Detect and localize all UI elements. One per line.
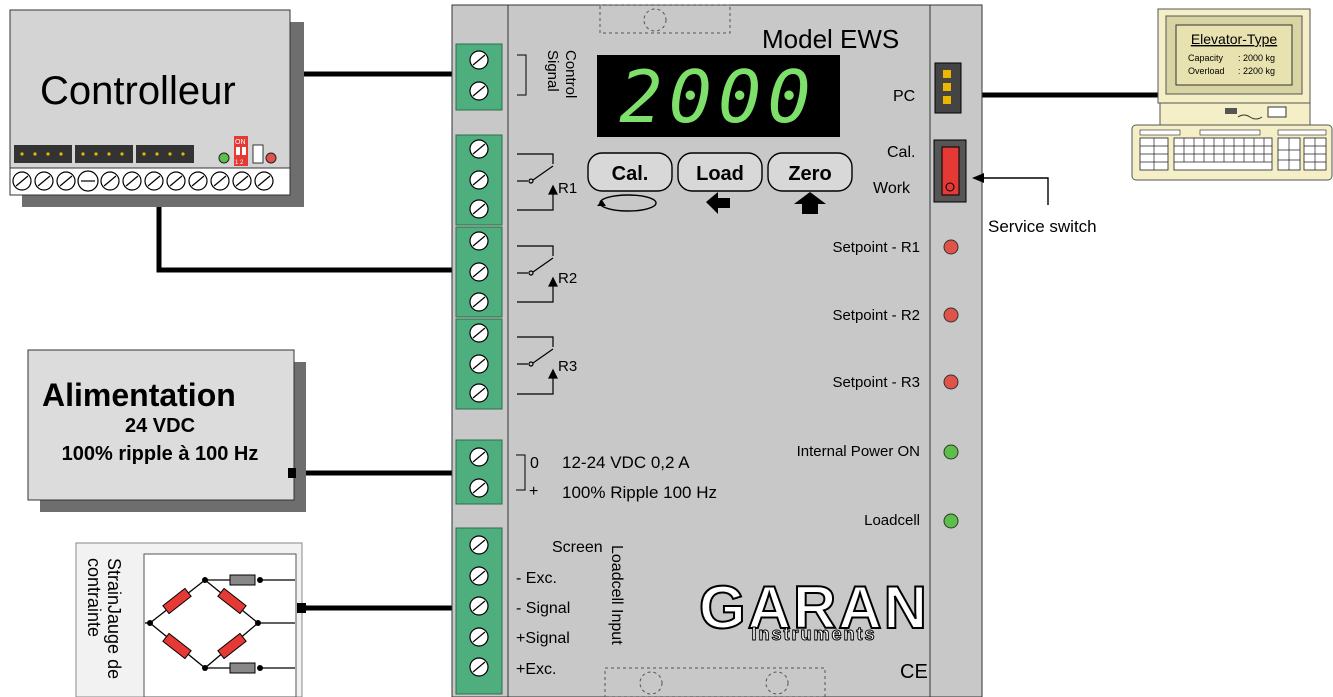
svg-text:Control Signal: Control Signal	[544, 50, 579, 103]
power-spec: 12-24 VDC 0,2 A	[562, 453, 690, 472]
service-switch-label: Service switch	[988, 217, 1097, 236]
terminal-screws	[469, 50, 489, 677]
dip-switch: ON 1 2	[234, 136, 248, 166]
svg-text:Screen: Screen	[552, 539, 603, 556]
control-signal: Control Signal	[517, 50, 579, 103]
svg-text:+: +	[529, 483, 538, 500]
led-setpoint-r1	[943, 239, 959, 255]
pc-port: PC	[893, 62, 962, 114]
svg-text:Cal.: Cal.	[612, 163, 649, 185]
controller-toggle	[252, 144, 264, 164]
relay-symbols	[517, 153, 558, 395]
led-setpoint-r2	[943, 307, 959, 323]
svg-text:1 2: 1 2	[235, 160, 244, 166]
led-loadcell	[943, 513, 959, 529]
ce-mark: CE	[900, 661, 928, 683]
indicator-leds: Setpoint - R1 Setpoint - R2 Setpoint - R…	[797, 239, 959, 529]
cal-button[interactable]: Cal.	[587, 152, 673, 212]
controller-header-pins	[14, 145, 194, 163]
led-setpoint-r3	[943, 374, 959, 390]
svg-text:Zero: Zero	[788, 163, 831, 185]
power-supply-title: Alimentation	[42, 377, 236, 413]
svg-text:: 2200 kg: : 2200 kg	[1238, 66, 1275, 76]
svg-text:ON: ON	[235, 139, 246, 146]
relay-label-r3: R3	[558, 358, 577, 375]
cal-position-label: Cal.	[887, 144, 915, 161]
service-switch-arrow	[972, 173, 1049, 205]
ripple-spec: 100% Ripple 100 Hz	[562, 483, 717, 502]
svg-text:Overload: Overload	[1188, 66, 1225, 76]
indicator-label: Setpoint - R3	[832, 374, 920, 391]
indicator-label: Loadcell	[864, 512, 920, 529]
svg-text:PC: PC	[893, 88, 915, 105]
svg-text:GARAN: GARAN	[699, 574, 929, 641]
screen-title: Elevator-Type	[1191, 31, 1278, 47]
svg-text:Load: Load	[696, 163, 744, 185]
power-supply-box: Alimentation 24 VDC 100% ripple à 100 Hz	[27, 349, 306, 512]
strain-gauge-box: StrainJauge de contrainte	[75, 542, 306, 697]
svg-text:: 2000 kg: : 2000 kg	[1238, 53, 1275, 63]
wires	[156, 71, 1160, 611]
up-arrow-icon	[794, 192, 826, 214]
controller-led-red	[265, 152, 277, 164]
service-switch[interactable]	[933, 139, 967, 203]
loadcell-terminal-labels: Screen - Exc. - Signal +Signal +Exc. Loa…	[516, 539, 625, 678]
zero-button[interactable]: Zero	[767, 152, 853, 214]
controller-led-green	[218, 152, 230, 164]
relay-label-r2: R2	[558, 270, 577, 287]
display-value: 2000	[619, 55, 816, 139]
garan-logo: GARAN Instruments	[698, 573, 929, 645]
strain-gauge-label: StrainJauge de contrainte	[84, 558, 124, 684]
svg-text:- Signal: - Signal	[516, 600, 570, 617]
svg-text:Instruments: Instruments	[751, 624, 876, 644]
power-supply-ripple: 100% ripple à 100 Hz	[62, 443, 259, 465]
indicator-label: Internal Power ON	[797, 443, 920, 460]
svg-text:0: 0	[530, 455, 539, 472]
power-supply-voltage: 24 VDC	[125, 415, 195, 437]
indicator-label: Setpoint - R1	[832, 239, 920, 256]
terminal-blocks	[455, 43, 503, 695]
lcd-display: 2000	[597, 55, 840, 139]
work-position-label: Work	[873, 180, 911, 197]
loadcell-input-label: Loadcell Input	[608, 545, 625, 645]
svg-text:Capacity: Capacity	[1188, 53, 1224, 63]
power-terminal-labels: 0 + 12-24 VDC 0,2 A 100% Ripple 100 Hz	[516, 453, 717, 502]
svg-text:- Exc.: - Exc.	[516, 570, 557, 587]
left-arrow-icon	[706, 192, 730, 214]
model-name: Model EWS	[762, 24, 899, 54]
svg-text:+Exc.: +Exc.	[516, 661, 556, 678]
led-internal-power	[943, 444, 959, 460]
pc-computer: Elevator-Type Capacity : 2000 kg Overloa…	[1131, 8, 1333, 181]
svg-text:+Signal: +Signal	[516, 630, 570, 647]
relay-label-r1: R1	[558, 180, 577, 197]
controller-title: Controlleur	[40, 69, 236, 113]
indicator-label: Setpoint - R2	[832, 307, 920, 324]
controller-box: Controlleur ON 1 2	[9, 9, 304, 207]
load-button[interactable]: Load	[677, 152, 763, 214]
